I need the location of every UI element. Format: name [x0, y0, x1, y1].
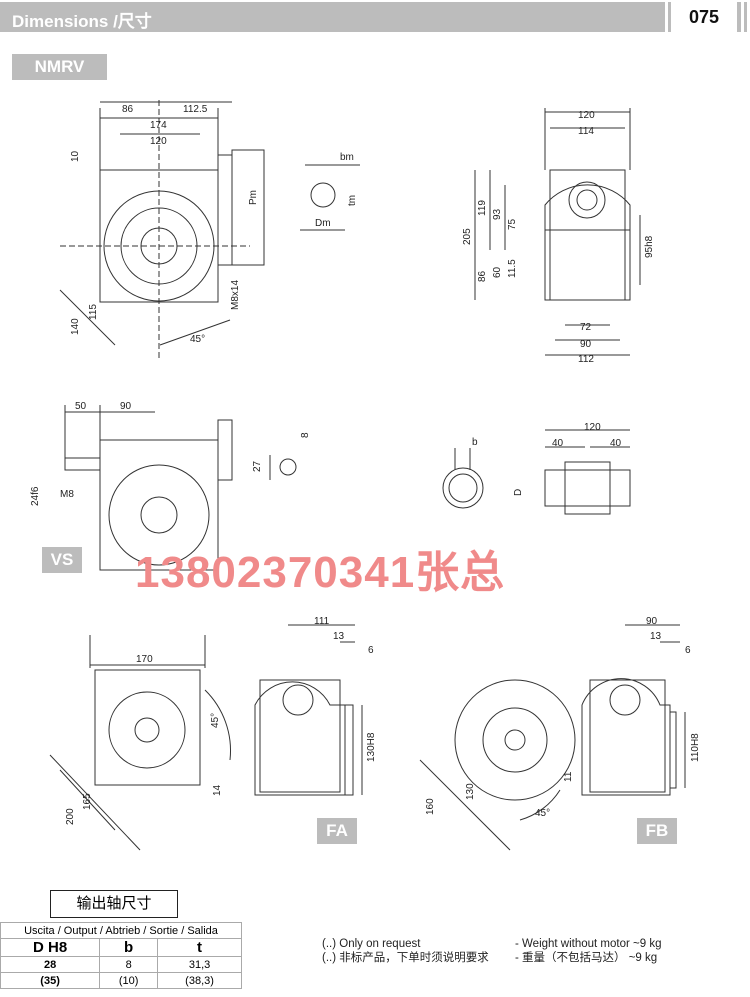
- dim-label: 24f6: [30, 486, 41, 506]
- dim-label: 115: [88, 304, 99, 320]
- output-shaft-table: Uscita / Output / Abtrieb / Sortie / Sal…: [0, 922, 242, 989]
- dim-label: 86: [122, 104, 134, 115]
- note-text: - 重量（不包括马达） ~9 kg: [515, 952, 658, 964]
- dim-label: 13: [333, 631, 345, 642]
- header-divider: [668, 2, 671, 32]
- table-header: t: [157, 938, 242, 957]
- page-title: Dimensions /尺寸: [12, 12, 152, 31]
- dim-label: 120: [150, 136, 167, 147]
- dim-label: 86: [477, 270, 488, 282]
- table-header: b: [99, 938, 159, 957]
- note-text: (..) 非标产品，下单时须说明要求: [322, 952, 489, 964]
- dim-label: 90: [120, 401, 132, 412]
- fb-flange-view: [419, 624, 686, 851]
- dim-label: 11.5: [507, 259, 518, 278]
- watermark-phone: 13802370341张总: [135, 548, 506, 597]
- nmrv-side-view: [474, 108, 641, 356]
- dim-label: 140: [70, 318, 81, 335]
- dim-label: 27: [252, 460, 263, 472]
- dim-label: 200: [65, 808, 76, 825]
- badge-vs: VS: [42, 547, 82, 573]
- dim-label: 120: [578, 110, 595, 121]
- dim-label: 60: [492, 266, 503, 278]
- table-cell: 31,3: [157, 956, 242, 973]
- dim-label: Pm: [248, 190, 259, 205]
- table-cell: (38,3): [157, 972, 242, 989]
- dim-label: 14: [212, 784, 223, 796]
- dim-label: 45°: [535, 808, 551, 819]
- vs-view: [64, 405, 297, 571]
- badge-fa: FA: [317, 818, 357, 844]
- dim-label: 160: [425, 798, 436, 815]
- output-shaft-table-title: 输出轴尺寸: [50, 890, 178, 918]
- dim-label: Dm: [315, 218, 331, 229]
- dim-label: 40: [610, 438, 622, 449]
- dim-label: 112.5: [183, 104, 208, 115]
- dim-label: 45°: [210, 712, 221, 728]
- dim-label: 72: [580, 322, 592, 333]
- dim-label: 111: [314, 616, 330, 627]
- fa-flange-view: [49, 624, 363, 851]
- dim-label: M8x14: [230, 279, 241, 310]
- table-header: D H8: [0, 938, 101, 957]
- dim-label: b: [472, 437, 478, 448]
- dim-label: 130H8: [366, 732, 377, 762]
- dim-label: tm: [347, 194, 358, 206]
- header-bar: Dimensions /尺寸: [0, 2, 665, 32]
- dim-label: 6: [368, 645, 374, 656]
- dim-label: 95h8: [644, 235, 655, 258]
- dim-label: 205: [462, 228, 473, 245]
- dim-label: 13: [650, 631, 662, 642]
- dim-label: bm: [340, 152, 354, 163]
- dim-label: 10: [70, 150, 81, 162]
- header-divider: [737, 2, 741, 32]
- dim-label: 119: [477, 200, 488, 216]
- dim-label: D: [513, 488, 524, 496]
- dim-label: 6: [685, 645, 691, 656]
- dim-label: 75: [507, 218, 518, 230]
- dim-label: 90: [646, 616, 658, 627]
- dim-label: 120: [584, 422, 601, 433]
- dim-label: 170: [136, 654, 153, 665]
- badge-nmrv: NMRV: [12, 54, 107, 80]
- dim-label: 93: [492, 208, 503, 220]
- table-cell: 28: [0, 956, 101, 973]
- dim-label: 112: [578, 354, 594, 365]
- table-cell: (10): [99, 972, 159, 989]
- dim-label: 11: [563, 771, 574, 782]
- dim-label: 174: [150, 120, 167, 131]
- note-text: - Weight without motor ~9 kg: [515, 938, 662, 950]
- badge-fb: FB: [637, 818, 677, 844]
- dim-label: 165: [82, 793, 93, 810]
- dim-label: 50: [75, 401, 87, 412]
- dim-label: 45°: [190, 334, 206, 345]
- dim-label: 90: [580, 339, 592, 350]
- input-key-detail: [300, 164, 360, 231]
- dim-label: 110H8: [690, 733, 701, 762]
- page-number: 075: [688, 7, 720, 27]
- table-row: (35)(10)(38,3): [0, 972, 242, 989]
- header-divider: [744, 2, 747, 32]
- output-shaft-detail: [442, 429, 631, 515]
- dim-label: 8: [300, 432, 311, 438]
- dim-label: 40: [552, 438, 564, 449]
- table-caption: Uscita / Output / Abtrieb / Sortie / Sal…: [0, 922, 242, 939]
- notes-right: - Weight without motor ~9 kg - 重量（不包括马达） …: [515, 937, 661, 965]
- table-cell: (35): [0, 972, 101, 989]
- note-text: (..) Only on request: [322, 938, 421, 950]
- dim-label: M8: [60, 489, 74, 500]
- dim-label: 114: [578, 126, 594, 137]
- dim-label: 130: [465, 783, 476, 800]
- nmrv-front-view: [59, 100, 265, 360]
- table-cell: 8: [99, 956, 159, 973]
- notes-left: (..) Only on request (..) 非标产品，下单时须说明要求: [322, 937, 489, 965]
